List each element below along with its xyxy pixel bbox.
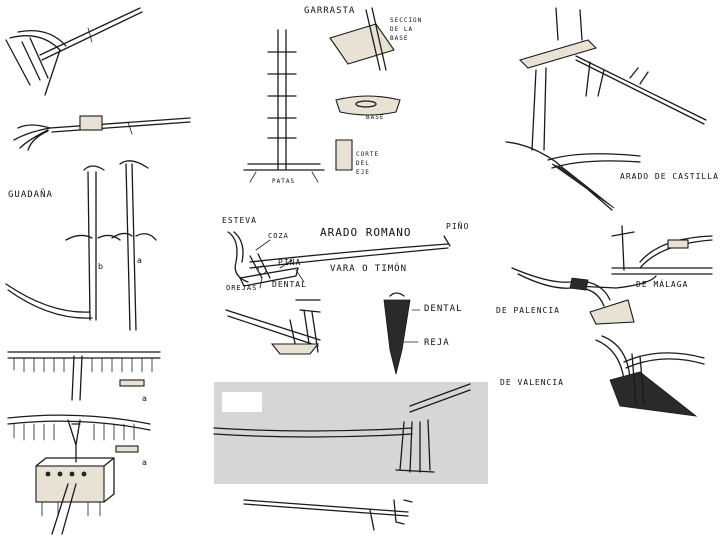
label-b: b <box>98 262 104 271</box>
arado-romano-drawing <box>227 231 451 289</box>
label-pino: PIÑO <box>446 222 470 231</box>
dental-reja-drawing <box>383 292 421 375</box>
label-reja: REJA <box>424 338 450 348</box>
label-a-scythe: a <box>137 256 142 265</box>
label-de-malaga: DE MÁLAGA <box>636 280 689 289</box>
scythe-drawings <box>5 160 157 331</box>
label-coza: COZA <box>268 232 289 240</box>
small-plough-drawing <box>225 299 321 355</box>
label-a-rake2: a <box>142 458 147 467</box>
label-arado-castilla: ARADO DE CASTILLA <box>620 172 719 181</box>
garrasta-drawing <box>243 7 401 183</box>
garrasta-base-section <box>329 7 395 71</box>
label-de-palencia: DE PALENCIA <box>496 306 560 315</box>
label-de-valencia: DE VALENCIA <box>500 378 564 387</box>
arado-palencia-drawing <box>511 267 657 325</box>
label-dental: DENTAL <box>272 280 307 289</box>
arado-castilla-drawing <box>505 141 641 211</box>
label-pina: PIÑA <box>278 258 302 267</box>
harrow-block-drawing <box>35 457 115 535</box>
label-a-rake: a <box>142 394 147 403</box>
ard-plough-castilla-top <box>518 7 707 151</box>
arado-valencia-drawing <box>595 335 705 417</box>
label-garrasta: GARRASTA <box>304 6 356 16</box>
wooden-hayfork-drawing <box>5 7 143 96</box>
label-base: BASE <box>366 114 385 121</box>
label-vara-timon: VARA O TIMÓN <box>330 264 408 274</box>
label-corte-eje: CORTE DEL EJE <box>356 151 380 176</box>
label-guadana: GUADAÑA <box>8 190 53 200</box>
curved-rake-drawing <box>7 414 151 463</box>
pitchfork-drawing <box>13 115 191 151</box>
label-arado-romano: ARADO ROMANO <box>320 226 412 239</box>
label-seccion-base: SECCION DE LA BASE <box>390 17 423 42</box>
label-dental-2: DENTAL <box>424 304 463 314</box>
label-esteva: ESTEVA <box>222 216 257 225</box>
arado-malaga-drawing <box>611 225 713 275</box>
label-orejas: OREJAS <box>226 284 258 292</box>
wooden-rake-drawing <box>7 351 161 401</box>
bottom-plough-drawing <box>243 499 413 531</box>
plough-photo-panel <box>213 382 488 484</box>
label-patas: PATAS <box>272 178 296 185</box>
